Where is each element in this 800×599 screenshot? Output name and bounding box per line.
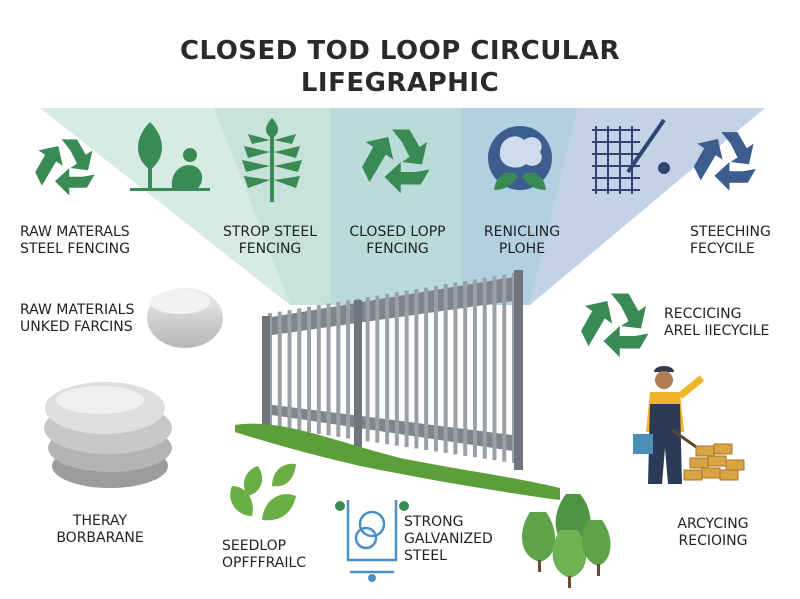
left-item-1-label-2: UNKED FARCINS (20, 319, 133, 335)
mesh-welding-icon (592, 118, 670, 194)
bottom-item-2-label-2: GALVANIZED (404, 531, 493, 547)
plant-icon (138, 122, 162, 190)
worker-icon (633, 366, 713, 484)
leaves-icon (230, 463, 296, 521)
panel-renicling-label-2: PLOHE (498, 241, 546, 257)
panel-strop-steel-bg (214, 108, 330, 305)
panel-strop-steel-label-2: FENCING (238, 241, 302, 257)
left-item-1-label-1: RAW MATERIALS (20, 302, 135, 318)
scrap-pile-icon (683, 443, 745, 481)
panel-renicling-label-1: RENICLING (483, 224, 561, 240)
panel-raw-materials-label-1: RAW MATERALS (20, 224, 130, 240)
panel-steeching-label-1: STEECHING (690, 224, 771, 240)
panel-raw-materials-bg (40, 108, 290, 305)
bottom-item-1-label-1: SEEDLOP (222, 538, 287, 554)
steel-fence (262, 270, 523, 470)
brain-leaf-icon (488, 126, 552, 190)
fern-leaf-icon (242, 118, 302, 202)
bottom-item-2-label-3: STEEL (404, 548, 447, 564)
right-item-1-label-2: AREL IIECYCILE (664, 323, 770, 339)
trees-icon (521, 494, 611, 588)
right-item-2-label-1: ARCYCING (677, 516, 749, 532)
panel-closed-lopp-label-2: FENCING (366, 241, 429, 257)
panel-steeching-label-2: FECYCILE (690, 241, 755, 257)
right-item-1-label-1: RECCICING (664, 306, 742, 322)
molecule-icon (335, 500, 409, 582)
panel-strop-steel-label-1: STROP STEEL (222, 224, 317, 240)
person-planting-icon (130, 148, 210, 191)
stone-stack-icon (44, 382, 172, 488)
title-line-2: LIFEGRAPHIC (300, 68, 500, 98)
stone-icon (147, 288, 223, 348)
panel-raw-materials-label-2: STEEL FENCING (20, 241, 130, 257)
panel-closed-lopp-bg (330, 108, 462, 305)
recycle-icon (581, 293, 649, 358)
title-line-1: CLOSED TOD LOOP CIRCULAR (179, 36, 621, 66)
right-item-2-label-2: RECIOING (678, 533, 748, 549)
recycle-icon (35, 139, 95, 196)
left-item-2-label-1: THERAY (72, 513, 128, 529)
grass-strip (235, 423, 560, 500)
left-item-2-label-2: BORBARANE (56, 530, 144, 546)
panel-closed-lopp-label-1: CLOSED LOPP (349, 224, 446, 240)
bottom-item-1-label-2: OPFFFRAILC (222, 555, 307, 571)
bottom-item-2-label-1: STRONG (404, 514, 464, 530)
